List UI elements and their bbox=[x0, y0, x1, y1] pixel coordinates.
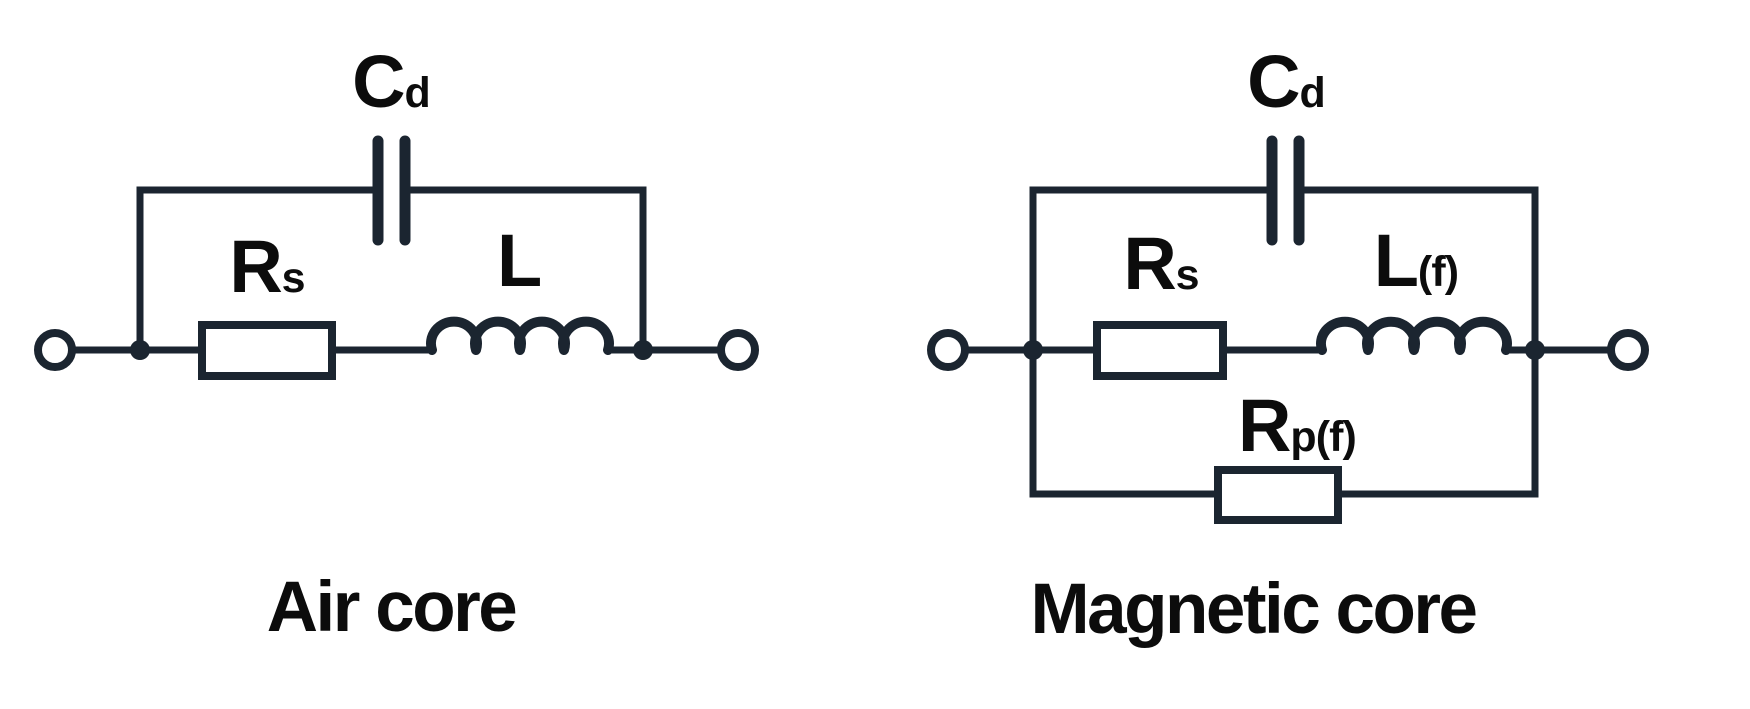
air-inductor-label: L bbox=[497, 224, 542, 298]
magnetic-parallel-resistor-label: Rp(f) bbox=[1238, 389, 1357, 463]
magnetic-terminal-left bbox=[927, 329, 969, 371]
magnetic-inductor-label-main: L bbox=[1373, 219, 1419, 302]
air-series-resistor-label: Rs bbox=[229, 230, 306, 304]
air-core-title: Air core bbox=[266, 568, 518, 647]
magnetic-parallel-resistor-body bbox=[1214, 466, 1342, 524]
magnetic-capacitor-label-sub: d bbox=[1299, 69, 1325, 117]
magnetic-junction-dot-right bbox=[1525, 340, 1545, 360]
magnetic-inductor-label: L(f) bbox=[1374, 224, 1459, 298]
air-core-circuit bbox=[34, 135, 759, 380]
air-loop-wire-left bbox=[136, 186, 374, 350]
magnetic-inductor-label-sub: (f) bbox=[1417, 248, 1459, 296]
magnetic-parallel-resistor-label-sub: p(f) bbox=[1290, 413, 1356, 461]
air-series-resistor-label-main: R bbox=[229, 225, 282, 308]
magnetic-terminal-right bbox=[1607, 329, 1649, 371]
air-capacitor-label: Cd bbox=[352, 45, 431, 119]
air-terminal-left bbox=[34, 329, 76, 371]
magnetic-capacitor-label-main: C bbox=[1247, 40, 1300, 123]
magnetic-core-circuit bbox=[927, 135, 1649, 524]
magnetic-parallel-resistor-label-main: R bbox=[1238, 384, 1291, 467]
air-inductor-coil bbox=[426, 316, 614, 355]
magnetic-capacitor-label: Cd bbox=[1247, 45, 1326, 119]
air-terminal-right bbox=[717, 329, 759, 371]
air-loop-wire-right bbox=[409, 186, 647, 350]
magnetic-series-resistor-body bbox=[1093, 321, 1227, 380]
air-capacitor-label-sub: d bbox=[404, 69, 430, 117]
air-junction-dot-left bbox=[130, 340, 150, 360]
magnetic-series-resistor-label: Rs bbox=[1123, 227, 1200, 301]
air-capacitor-label-main: C bbox=[352, 40, 405, 123]
air-inductor-label-main: L bbox=[496, 219, 542, 302]
magnetic-inductor-coil bbox=[1316, 316, 1512, 355]
air-series-resistor-body bbox=[198, 321, 336, 380]
magnetic-junction-dot-left bbox=[1023, 340, 1043, 360]
air-junction-dot-right bbox=[633, 340, 653, 360]
magnetic-series-resistor-label-main: R bbox=[1123, 222, 1176, 305]
air-series-resistor-label-sub: s bbox=[281, 254, 306, 302]
magnetic-series-resistor-label-sub: s bbox=[1175, 251, 1200, 299]
magnetic-core-title: Magnetic core bbox=[1030, 570, 1478, 649]
